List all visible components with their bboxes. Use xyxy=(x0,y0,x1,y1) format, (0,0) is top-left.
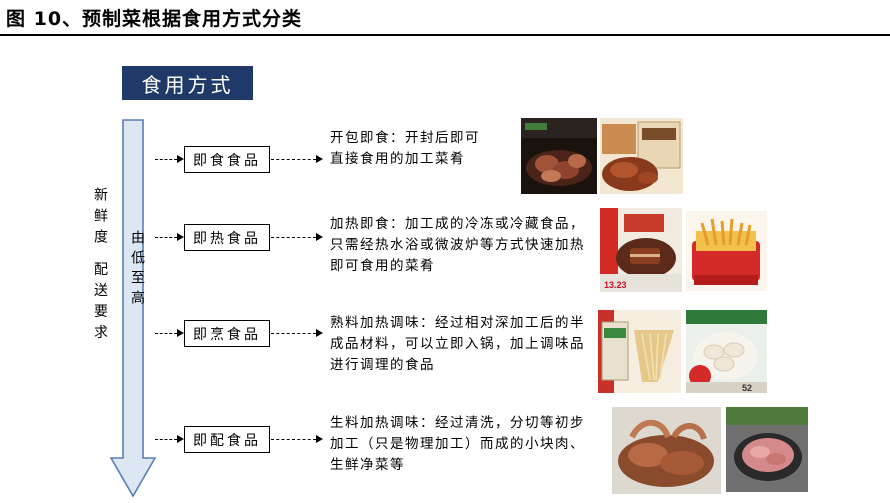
low-to-high-label: 由低至高 xyxy=(129,230,145,310)
raw-duck-photo xyxy=(612,407,721,494)
title-rule xyxy=(0,34,890,36)
fries-meal-box-photo xyxy=(686,211,767,291)
connector-arrowhead xyxy=(177,329,184,337)
connector-arrowhead xyxy=(177,435,184,443)
connector-line xyxy=(155,159,177,160)
connector-line xyxy=(271,159,316,160)
raw-meat-bowl-photo xyxy=(726,407,808,492)
connector-arrowhead xyxy=(177,155,184,163)
category-desc-instant-eat: 开包即食：开封后即可直接食用的加工菜肴 xyxy=(330,130,480,167)
freshness-axis-label: 新鲜度 配送要求 xyxy=(92,187,108,346)
dumpling-package-photo: 52 xyxy=(686,310,767,393)
category-desc-instant-heat: 加热即食：加工成的冷冻或冷藏食品，只需经热水浴或微波炉等方式快速加热即可食用的菜… xyxy=(330,216,585,274)
category-desc-instant-cook: 熟料加热调味：经过相对深加工后的半成品材料，可以立即入锅，加上调味品进行调理的食… xyxy=(330,315,585,373)
down-arrow xyxy=(109,119,157,498)
braised-pork-package-photo: 13.23 xyxy=(600,208,682,292)
price-tag-text: 13.23 xyxy=(604,280,627,290)
connector-line xyxy=(271,237,316,238)
category-box-instant-cook: 即烹食品 xyxy=(184,320,270,347)
connector-line xyxy=(271,333,316,334)
connector-arrowhead xyxy=(316,155,323,163)
connector-line xyxy=(271,439,316,440)
connector-arrowhead xyxy=(316,233,323,241)
connector-line xyxy=(155,439,177,440)
header-box: 食用方式 xyxy=(122,66,253,100)
category-box-instant-heat: 即热食品 xyxy=(184,224,270,251)
noodle-package-photo xyxy=(598,310,681,393)
package-number-text: 52 xyxy=(742,383,752,393)
braised-duck-package-photo xyxy=(600,118,683,194)
category-desc-instant-prep: 生料加热调味：经过清洗，分切等初步加工（只是物理加工）而成的小块肉、生鲜净菜等 xyxy=(330,415,585,473)
connector-line xyxy=(155,333,177,334)
category-box-instant-eat: 即食食品 xyxy=(184,146,270,173)
connector-line xyxy=(155,237,177,238)
connector-arrowhead xyxy=(177,233,184,241)
category-box-instant-prep: 即配食品 xyxy=(184,426,270,453)
sliced-meat-photo xyxy=(521,118,597,194)
figure-title: 图 10、预制菜根据食用方式分类 xyxy=(6,8,303,30)
connector-arrowhead xyxy=(316,329,323,337)
connector-arrowhead xyxy=(316,435,323,443)
